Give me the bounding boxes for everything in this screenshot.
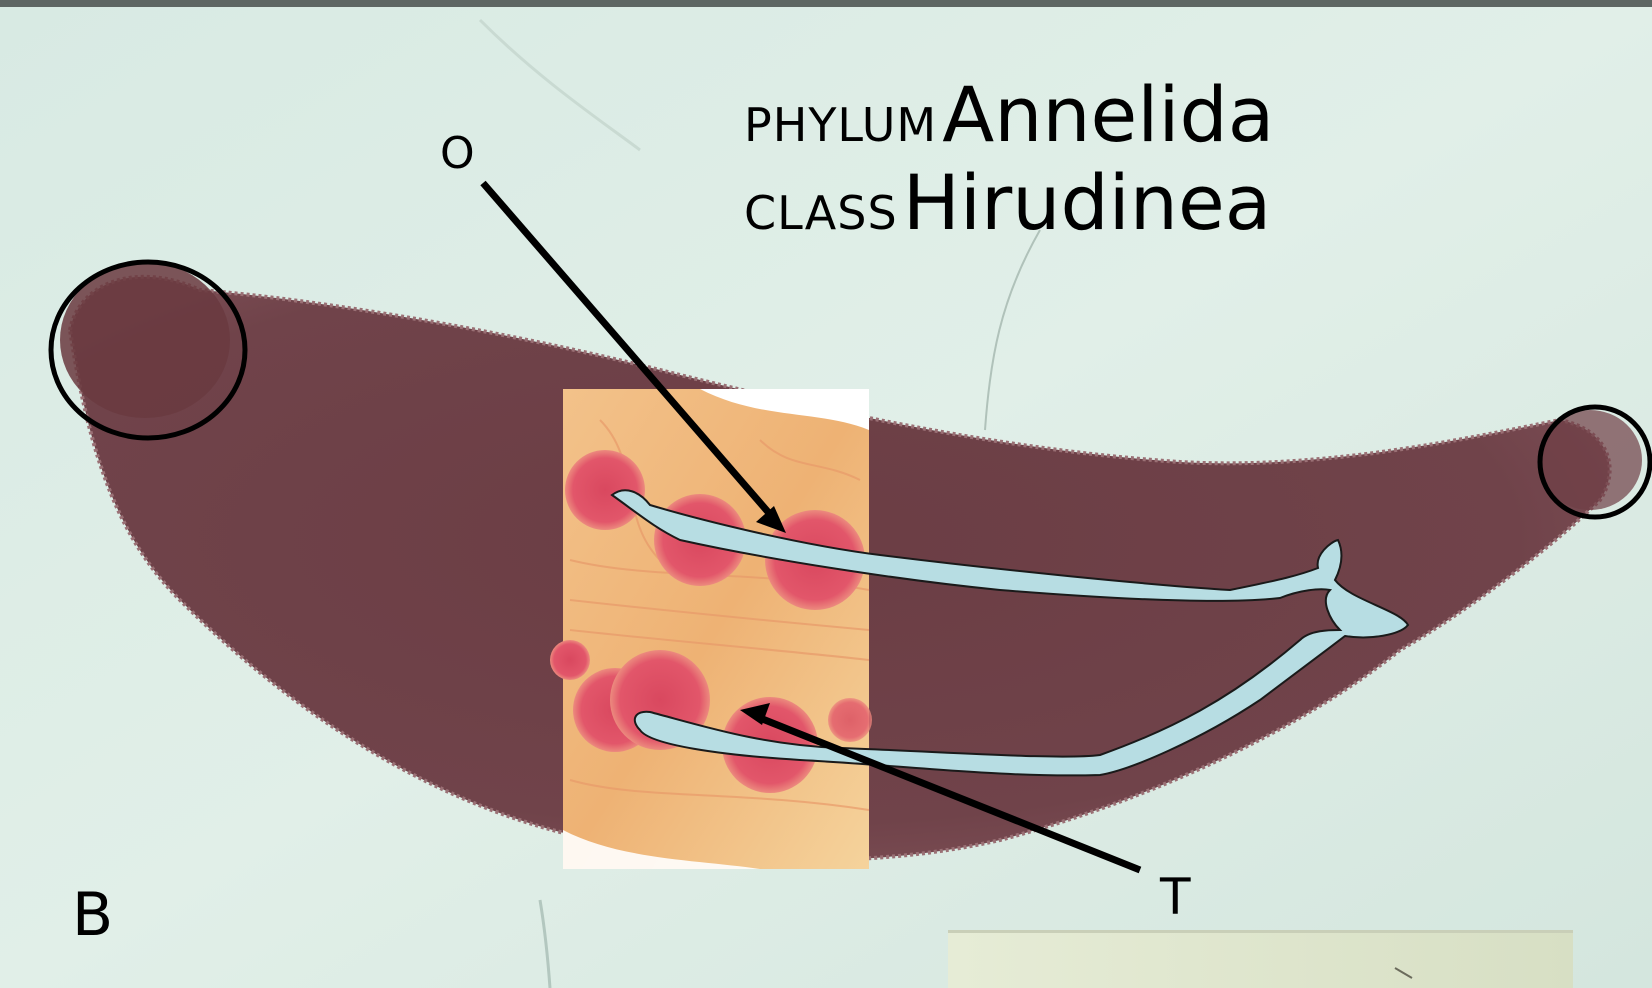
class-title: CLASS Hirudinea: [744, 158, 1271, 247]
top-border: [0, 0, 1652, 7]
class-name: Hirudinea: [903, 158, 1272, 247]
phylum-name: Annelida: [942, 70, 1274, 159]
panel-label: B: [72, 880, 113, 950]
class-prefix: CLASS: [744, 186, 898, 240]
ovary-label: O: [440, 128, 475, 179]
stained-section-inset: [550, 389, 872, 869]
phylum-title: PHYLUM Annelida: [744, 70, 1274, 159]
partial-inset-panel: [948, 930, 1573, 988]
phylum-prefix: PHYLUM: [744, 98, 937, 152]
testis-label: T: [1160, 868, 1191, 926]
